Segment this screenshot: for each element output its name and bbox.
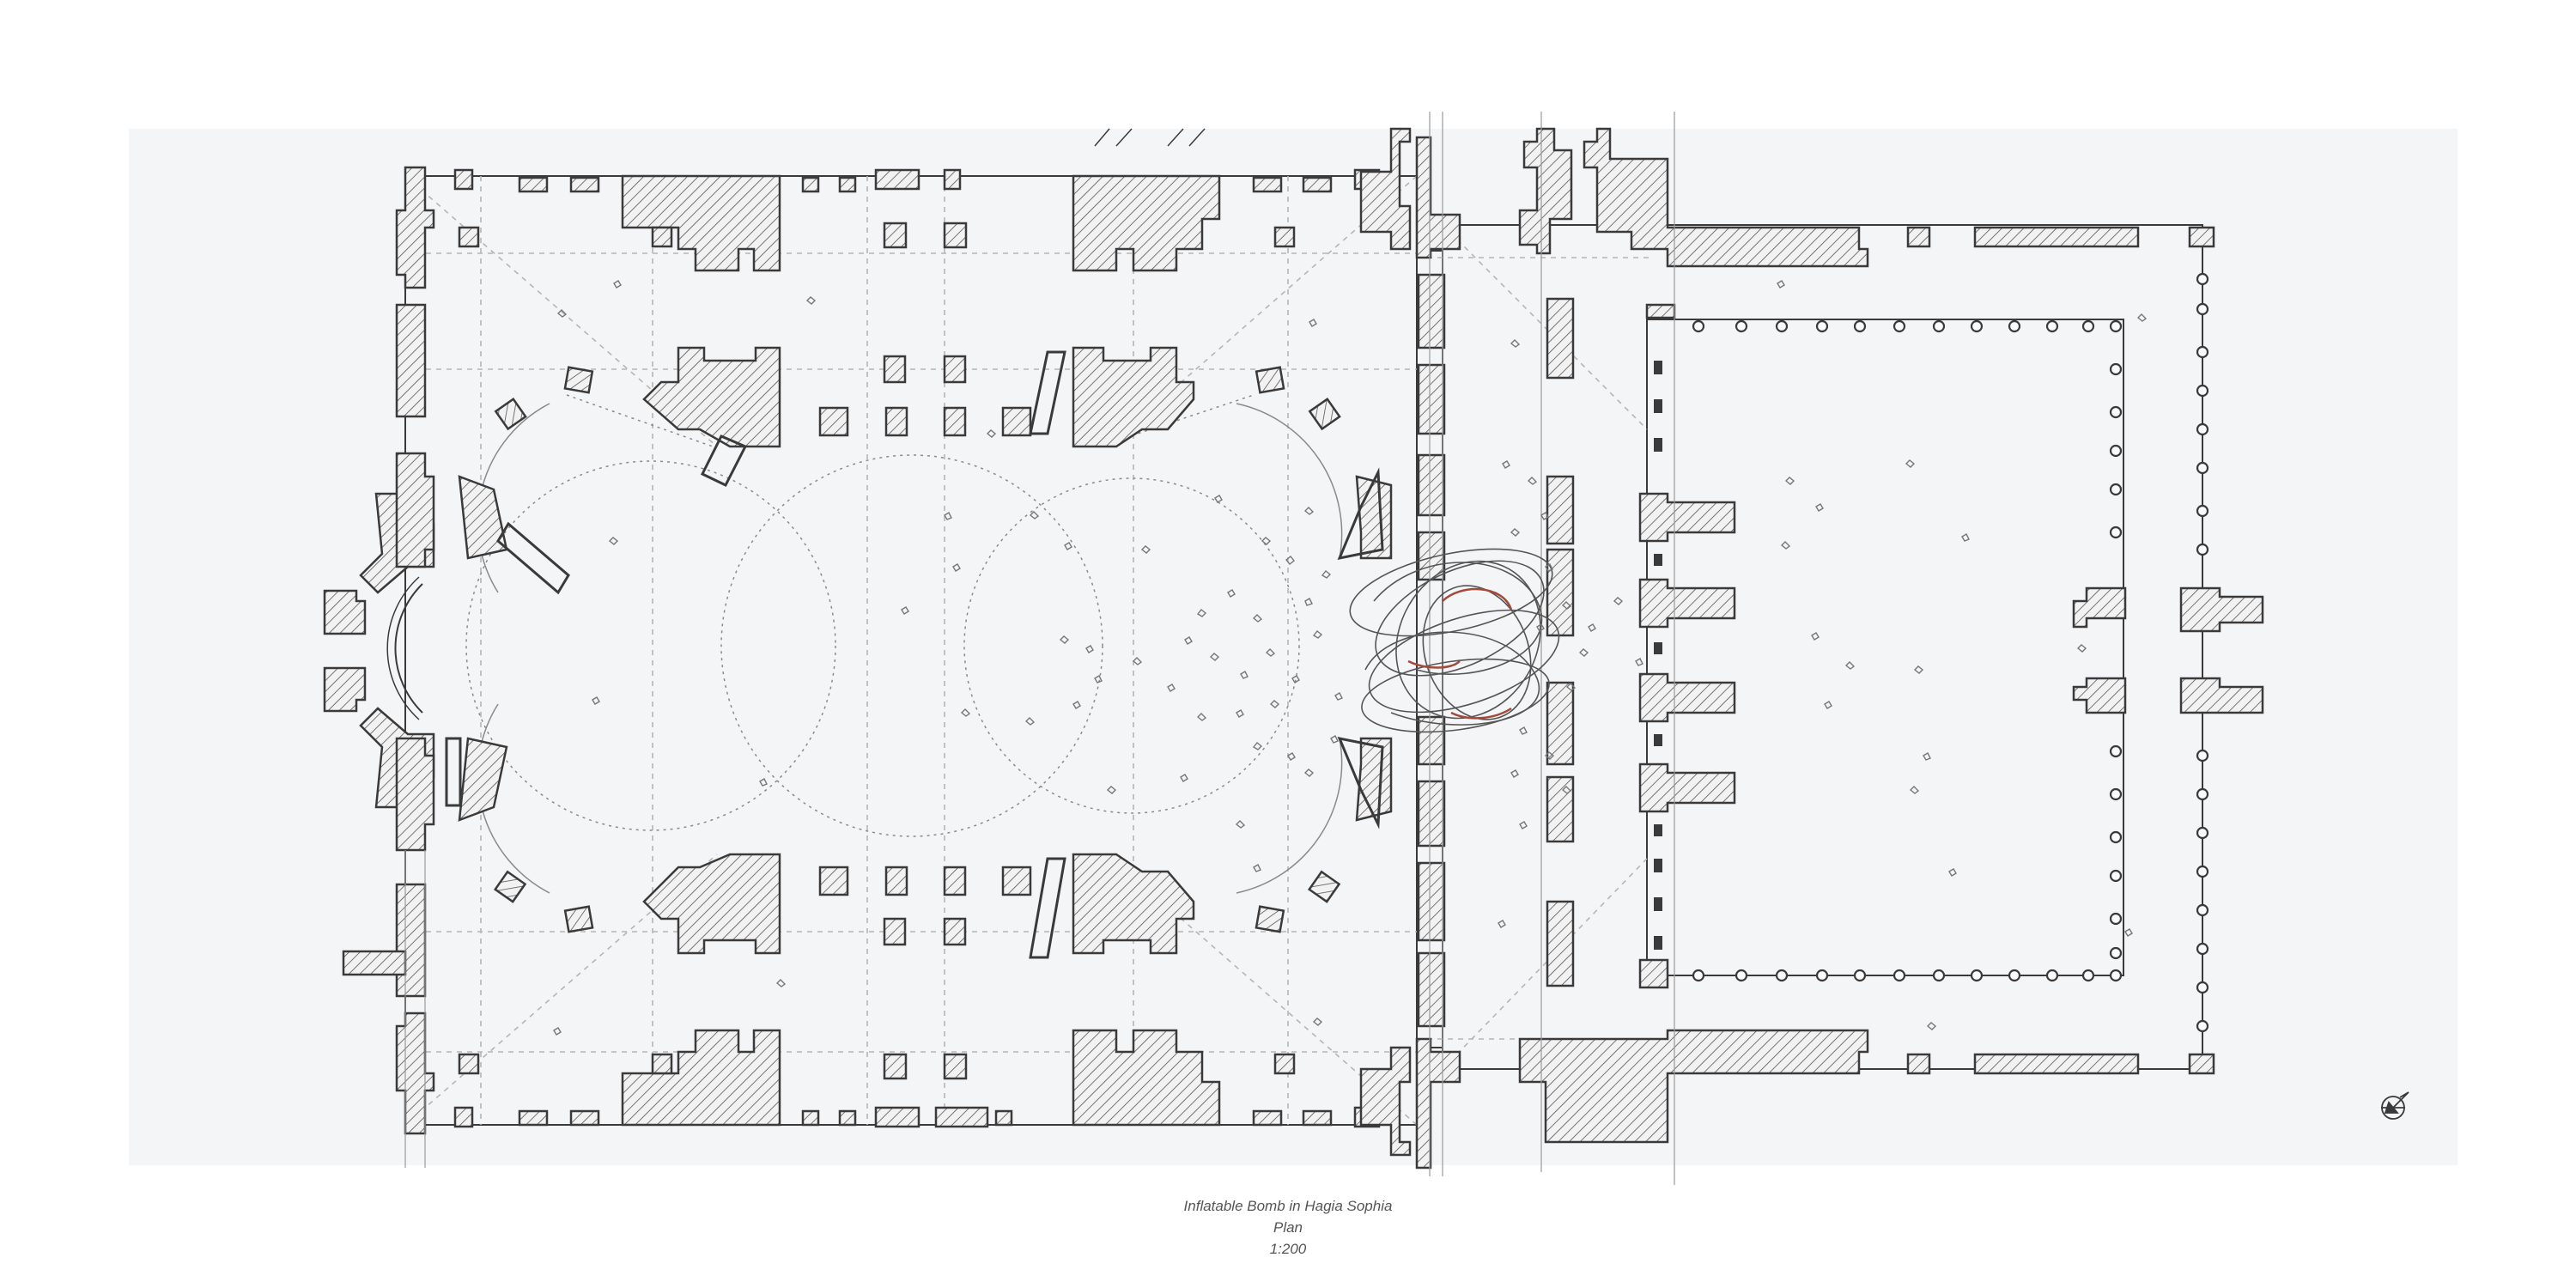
ramp-frames — [445, 128, 1384, 959]
sheet-background — [129, 129, 2458, 1165]
drawing-caption: Inflatable Bomb in Hagia Sophia Plan 1:2… — [0, 1195, 2576, 1260]
north-arrow-icon — [2381, 1091, 2409, 1120]
dome-outlines — [465, 394, 1343, 894]
atrium-wall-posts — [1654, 361, 1662, 950]
extension-lines — [404, 112, 1675, 1185]
drawing-view: Plan — [1273, 1219, 1303, 1236]
masonry — [342, 127, 2264, 1170]
drawing-scale: 1:200 — [1269, 1241, 1307, 1257]
drawing-title: Inflatable Bomb in Hagia Sophia — [1183, 1198, 1393, 1214]
debris-fragments — [553, 280, 2148, 1036]
inflatable-bomb — [1349, 548, 1560, 733]
atrium-colonnade — [1692, 272, 2209, 1033]
